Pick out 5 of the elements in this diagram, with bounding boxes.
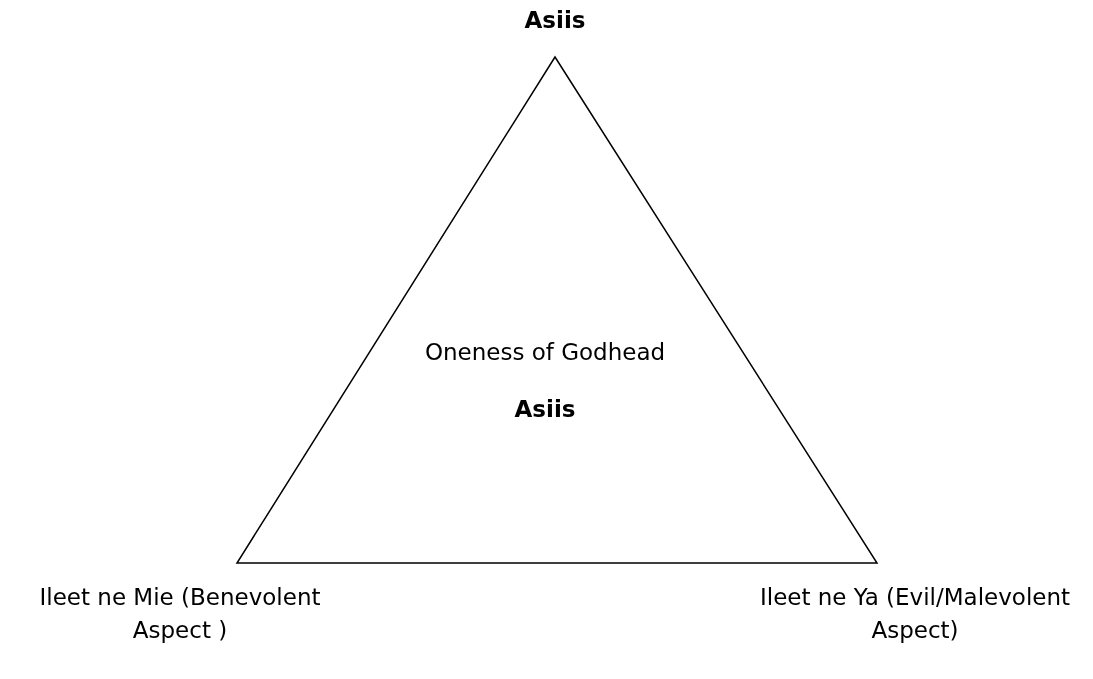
apex-label: Asiis <box>523 6 587 35</box>
vertex-label: Ileet ne Ya (Evil/Malevolent Aspect) <box>758 583 1072 646</box>
vertex-label: Ileet ne Mie (Benevolent Aspect ) <box>38 583 322 646</box>
triangle-title: Oneness of Godhead <box>424 339 666 365</box>
triangle-subtitle: Asiis <box>514 396 576 422</box>
